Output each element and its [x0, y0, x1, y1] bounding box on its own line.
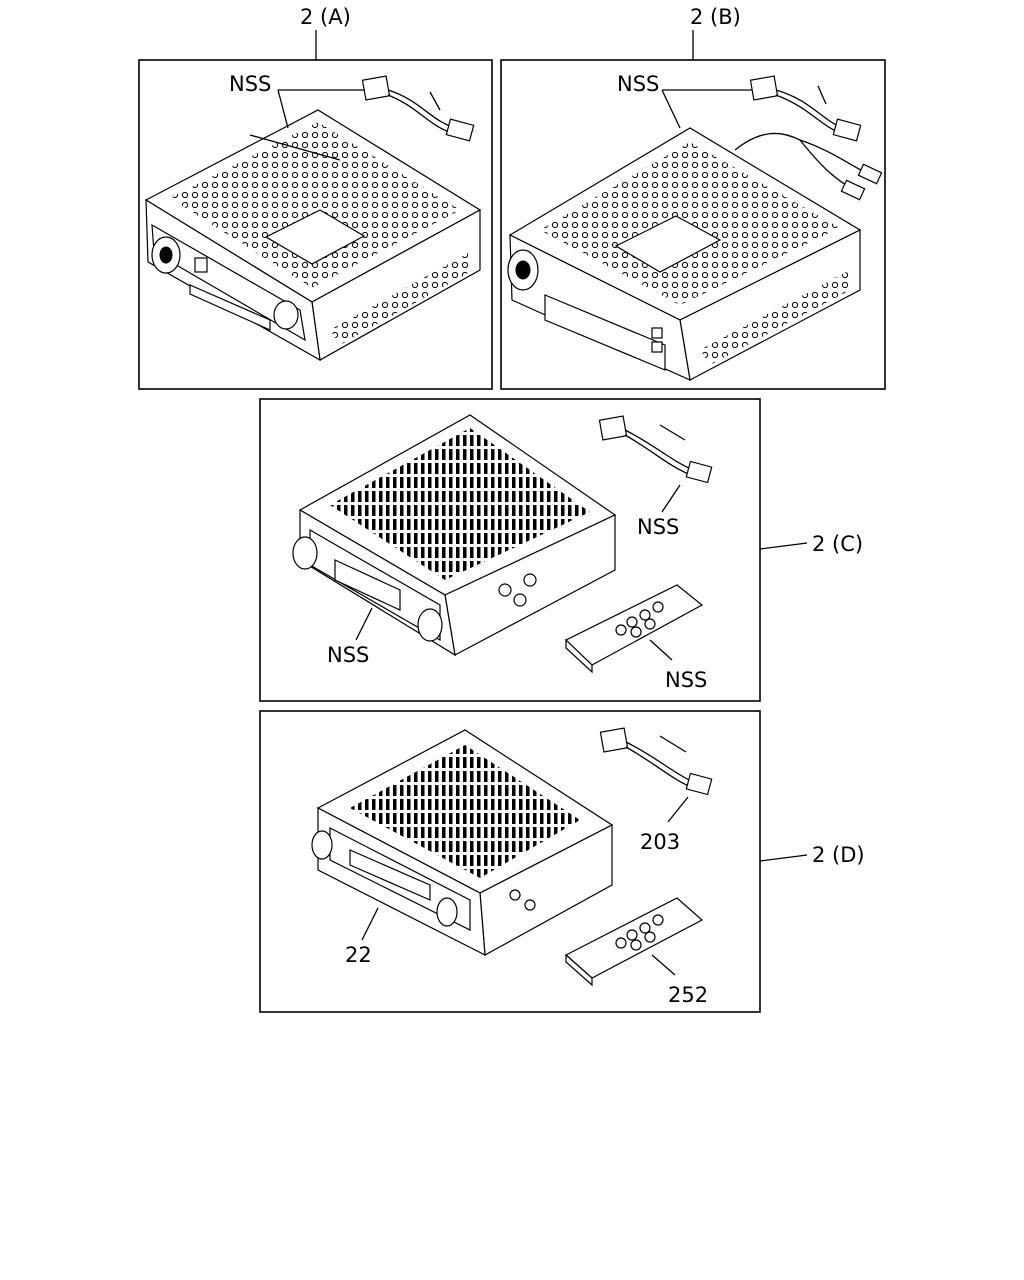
- label-2c-harness: NSS: [637, 515, 679, 539]
- radio-unit-2b: [507, 127, 862, 382]
- wiring-harness-2a: [361, 75, 475, 142]
- radio-unit-2c: [292, 414, 617, 657]
- remote-control-2c: [564, 584, 704, 674]
- radio-unit-2d: [311, 729, 614, 957]
- label-2b-harness: NSS: [617, 72, 659, 96]
- label-2c-remote: NSS: [665, 668, 707, 692]
- label-2d-unit: 22: [345, 943, 372, 967]
- radio-unit-2a: [144, 109, 482, 362]
- label-2d-remote: 252: [668, 983, 708, 1007]
- label-2d-harness: 203: [640, 830, 680, 854]
- remote-control-2d: [564, 897, 704, 987]
- wiring-harness-2c: [598, 415, 713, 484]
- panel-2c-title: 2 (C): [812, 532, 863, 556]
- panel-2b-title: 2 (B): [690, 5, 741, 29]
- panel-2a: 2 (A) NSS: [138, 5, 493, 390]
- label-2a-harness: NSS: [229, 72, 271, 96]
- panel-2d: 2 (D) 203: [259, 710, 865, 1013]
- wiring-harness-2b: [734, 75, 883, 201]
- wiring-harness-2d: [599, 727, 713, 796]
- panel-2b: 2 (B) NSS: [500, 5, 886, 390]
- panel-2d-title: 2 (D): [812, 843, 865, 867]
- panel-2a-title: 2 (A): [300, 5, 351, 29]
- label-2c-unit: NSS: [327, 643, 369, 667]
- panel-2c: 2 (C) NSS: [259, 398, 863, 702]
